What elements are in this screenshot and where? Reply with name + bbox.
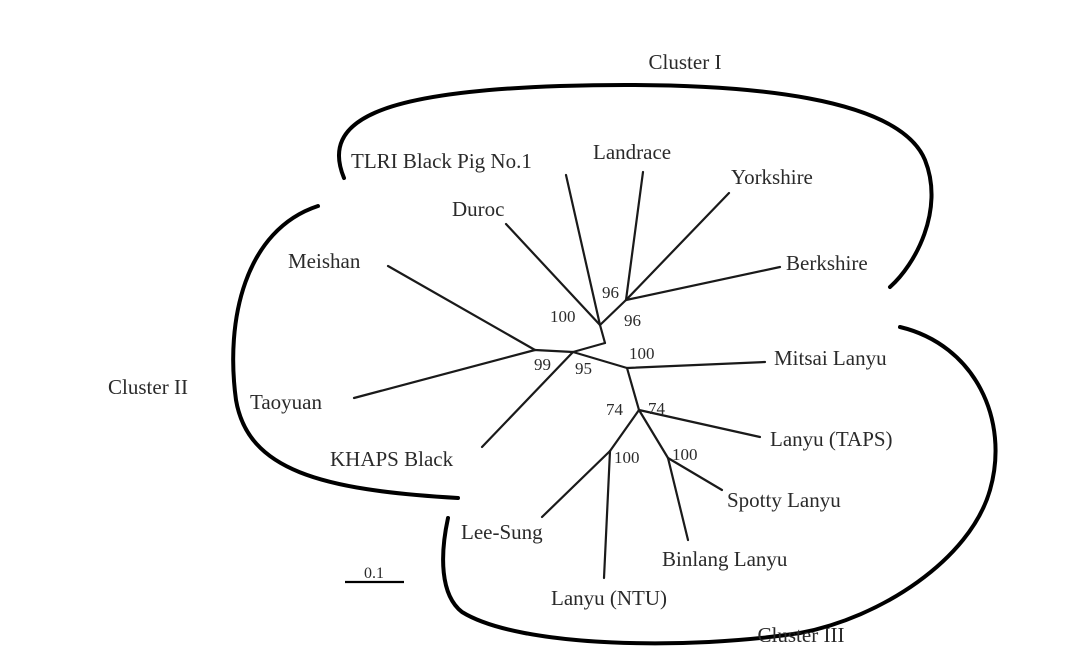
taxon-duroc: Duroc bbox=[452, 197, 504, 221]
taxon-yorkshire: Yorkshire bbox=[731, 165, 813, 189]
cluster-i-bracket bbox=[337, 83, 934, 289]
cluster-iii-bracket bbox=[441, 325, 998, 646]
branch-khaps bbox=[480, 350, 575, 449]
scale-bar-label: 0.1 bbox=[364, 565, 384, 582]
branch-landrace bbox=[624, 170, 645, 302]
bootstrap-74-right: 74 bbox=[648, 399, 666, 418]
bootstrap-99: 99 bbox=[534, 355, 551, 374]
bootstrap-100-spotty: 100 bbox=[672, 445, 698, 464]
taxon-berkshire: Berkshire bbox=[786, 251, 868, 275]
taxon-meishan: Meishan bbox=[288, 249, 361, 273]
cluster-ii-bracket bbox=[231, 204, 460, 500]
taxon-tlri: TLRI Black Pig No.1 bbox=[351, 149, 532, 173]
branch-tlri bbox=[564, 173, 602, 327]
branch-duroc bbox=[504, 222, 602, 327]
branch-berkshire bbox=[624, 265, 782, 302]
bootstrap-100-tlri: 100 bbox=[550, 307, 576, 326]
internal-branch-g bbox=[608, 408, 641, 453]
cluster-i-label: Cluster I bbox=[649, 50, 722, 74]
internal-branch-d bbox=[598, 323, 607, 345]
branch-mitsai bbox=[625, 360, 767, 370]
bootstrap-96-lower: 96 bbox=[624, 311, 641, 330]
branch-binlang bbox=[666, 456, 690, 542]
branch-yorkshire bbox=[624, 191, 731, 302]
bootstrap-95: 95 bbox=[575, 359, 592, 378]
internal-branch-a bbox=[533, 348, 575, 354]
branch-lanyu-taps bbox=[637, 408, 762, 439]
branch-spotty bbox=[666, 456, 724, 492]
branch-leesung bbox=[540, 449, 612, 519]
internal-branch-e bbox=[598, 298, 628, 327]
internal-branch-c bbox=[571, 350, 629, 370]
taxon-mitsai: Mitsai Lanyu bbox=[774, 346, 887, 370]
branch-taoyuan bbox=[352, 348, 537, 400]
taxon-landrace: Landrace bbox=[593, 140, 671, 164]
taxon-binlang: Binlang Lanyu bbox=[662, 547, 788, 571]
bootstrap-74-left: 74 bbox=[606, 400, 624, 419]
taxon-spotty: Spotty Lanyu bbox=[727, 488, 841, 512]
branch-meishan bbox=[386, 264, 537, 352]
taxon-lanyu-ntu: Lanyu (NTU) bbox=[551, 586, 667, 610]
branch-lanyu-ntu bbox=[602, 449, 612, 580]
taxon-lanyu-taps: Lanyu (TAPS) bbox=[770, 427, 893, 451]
internal-branch-f bbox=[625, 366, 641, 412]
taxon-taoyuan: Taoyuan bbox=[250, 390, 323, 414]
bootstrap-96-upper: 96 bbox=[602, 283, 619, 302]
taxon-khaps: KHAPS Black bbox=[330, 447, 454, 471]
internal-branch-b bbox=[571, 341, 607, 354]
bootstrap-100-ntu: 100 bbox=[614, 448, 640, 467]
taxon-leesung: Lee-Sung bbox=[461, 520, 543, 544]
bootstrap-100-mitsai: 100 bbox=[629, 344, 655, 363]
cluster-iii-label: Cluster III bbox=[758, 623, 845, 647]
internal-branch-h bbox=[637, 408, 670, 460]
cluster-ii-label: Cluster II bbox=[108, 375, 188, 399]
